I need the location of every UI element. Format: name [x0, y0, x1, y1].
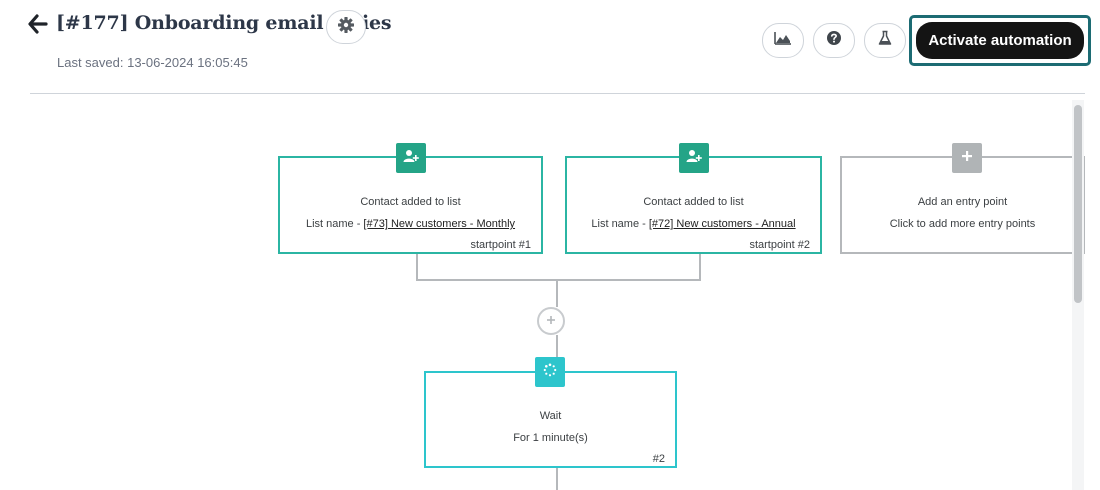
help-button[interactable]	[813, 23, 855, 58]
entry-point-list: List name - [#73] New customers - Monthl…	[280, 218, 541, 230]
entry-point-list: List name - [#72] New customers - Annual	[567, 218, 820, 230]
header-divider	[30, 93, 1085, 94]
chart-icon	[774, 31, 792, 50]
settings-button[interactable]	[326, 10, 366, 44]
entry-point-1-icon[interactable]	[396, 143, 426, 173]
user-plus-icon	[686, 149, 702, 168]
list-link[interactable]: [#72] New customers - Annual	[648, 218, 796, 230]
connector-line	[416, 252, 418, 280]
activate-automation-button[interactable]: Activate automation	[916, 22, 1084, 59]
insert-step-button[interactable]	[537, 307, 565, 335]
help-icon	[826, 30, 842, 51]
entry-point-title: Contact added to list	[643, 196, 744, 208]
add-entry-icon-tile[interactable]	[952, 143, 982, 173]
stats-button[interactable]	[762, 23, 804, 58]
entry-point-2-icon[interactable]	[679, 143, 709, 173]
gear-icon	[337, 16, 355, 39]
list-name-prefix: List name -	[305, 218, 364, 230]
add-entry-title: Add an entry point	[917, 196, 1008, 208]
startpoint-tag: startpoint #2	[749, 239, 810, 251]
automation-canvas[interactable]: Contact added to list List name - [#73] …	[0, 94, 1085, 490]
flask-icon	[878, 30, 892, 51]
step-number-tag: #2	[652, 453, 665, 465]
spinner-icon	[543, 363, 557, 382]
startpoint-tag: startpoint #1	[470, 239, 531, 251]
entry-point-title: Contact added to list	[360, 196, 461, 208]
connector-line	[556, 279, 558, 307]
list-link[interactable]: [#73] New customers - Monthly	[363, 218, 516, 230]
wait-duration: For 1 minute(s)	[513, 432, 588, 444]
plus-icon	[961, 149, 973, 167]
test-button[interactable]	[864, 23, 906, 58]
last-saved-timestamp: Last saved: 13-06-2024 16:05:45	[57, 55, 248, 70]
connector-line	[556, 335, 558, 371]
back-arrow-icon[interactable]	[28, 13, 48, 35]
wait-step-icon[interactable]	[535, 357, 565, 387]
activate-button-focus-ring: Activate automation	[909, 15, 1091, 66]
connector-line	[556, 467, 558, 490]
plus-icon	[546, 312, 556, 330]
wait-title: Wait	[539, 410, 562, 422]
canvas-scrollbar-thumb[interactable]	[1074, 105, 1082, 303]
page-title: [#177] Onboarding email series	[56, 12, 392, 34]
connector-line	[416, 279, 701, 281]
connector-line	[699, 252, 701, 280]
user-plus-icon	[403, 149, 419, 168]
add-entry-subtitle: Click to add more entry points	[889, 218, 1036, 230]
list-name-prefix: List name -	[591, 218, 649, 230]
